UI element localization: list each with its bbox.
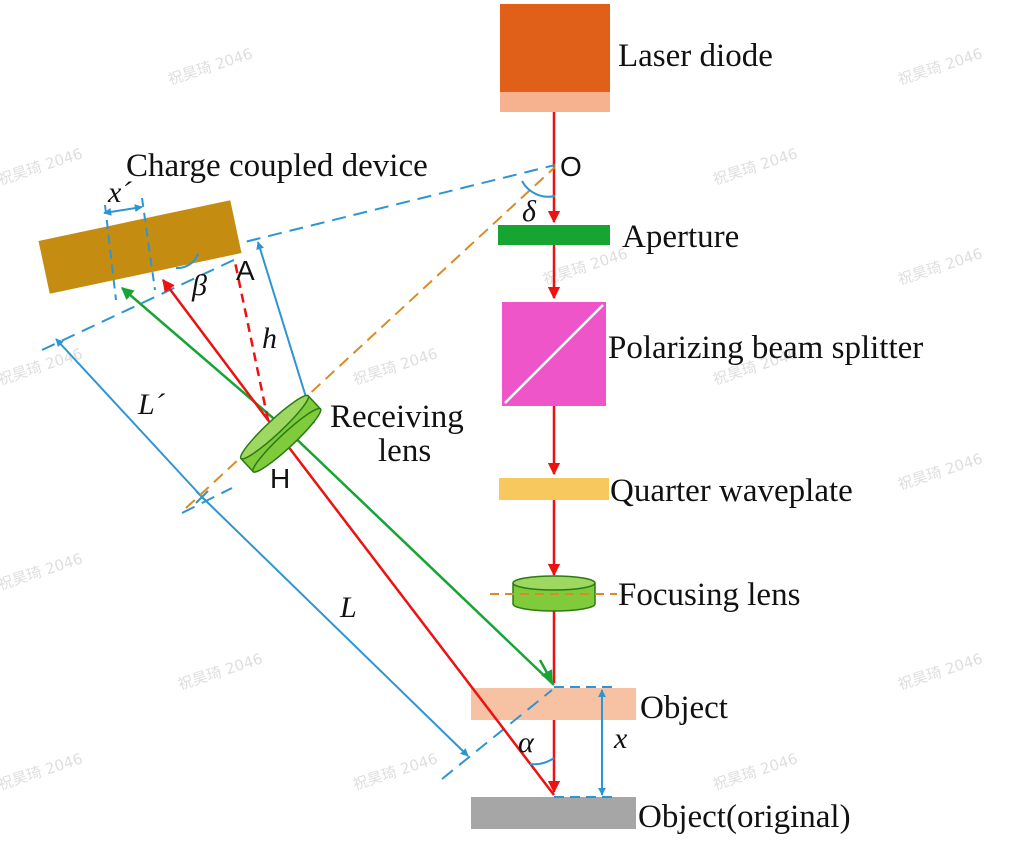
- x-prime-symbol: x´: [107, 176, 132, 209]
- watermark: 祝昊琦 2046: [351, 345, 440, 389]
- dimension-junction-mark: [195, 490, 209, 504]
- ccd-label: Charge coupled device: [126, 148, 428, 184]
- green-beam-tail-arrow: [538, 659, 554, 684]
- watermark: 祝昊琦 2046: [0, 750, 85, 794]
- L-dimension-line: [201, 496, 469, 757]
- point-O-label: O: [560, 151, 582, 182]
- object-original: [471, 797, 636, 829]
- quarter-waveplate: [499, 478, 609, 500]
- beta-symbol: β: [191, 269, 207, 302]
- pbs-label: Polarizing beam splitter: [608, 330, 923, 366]
- baseline-dashed-line-3: [441, 689, 553, 780]
- green-beam-object-to-lens: [286, 429, 555, 686]
- red-dashed-normal: [233, 261, 270, 421]
- x-prime-right-dashed-line: [141, 197, 156, 291]
- watermark: 祝昊琦 2046: [0, 550, 85, 594]
- delta-symbol: δ: [522, 195, 537, 228]
- red-beam-lens-to-ccd: [162, 279, 269, 421]
- watermark: 祝昊琦 2046: [711, 750, 800, 794]
- beta-angle-arc: [175, 253, 199, 270]
- aperture: [498, 225, 610, 245]
- watermark: 祝昊琦 2046: [711, 145, 800, 189]
- point-A-label: A: [236, 255, 255, 286]
- quarter-waveplate-label: Quarter waveplate: [610, 473, 853, 509]
- watermark: 祝昊琦 2046: [896, 45, 985, 89]
- alpha-angle-arc: [529, 757, 555, 766]
- receiving-lens-label-2: lens: [378, 433, 431, 469]
- watermark: 祝昊琦 2046: [896, 450, 985, 494]
- red-beam-original-to-lens: [267, 419, 555, 796]
- aperture-label: Aperture: [622, 219, 739, 255]
- watermark: 祝昊琦 2046: [896, 245, 985, 289]
- laser-diode: [500, 4, 610, 112]
- delta-angle-arc: [521, 180, 556, 198]
- watermark: 祝昊琦 2046: [0, 345, 85, 389]
- point-H-label: H: [270, 463, 290, 494]
- x-prime-left-dashed-line: [104, 204, 117, 301]
- laser-diode-label: Laser diode: [618, 38, 773, 74]
- h-dimension-line: [256, 241, 316, 424]
- x-symbol: x: [613, 722, 628, 755]
- h-symbol: h: [262, 322, 277, 355]
- object-label: Object: [640, 690, 728, 726]
- watermark: 祝昊琦 2046: [896, 650, 985, 694]
- watermark: 祝昊琦 2046: [0, 145, 85, 189]
- alpha-symbol: α: [518, 726, 535, 759]
- watermark: 祝昊琦 2046: [176, 650, 265, 694]
- focusing-lens: [490, 575, 617, 612]
- focusing-lens-label: Focusing lens: [618, 577, 800, 613]
- x-prime-dimension-line: [103, 204, 143, 216]
- green-beam-lens-to-ccd: [121, 287, 288, 431]
- charge-coupled-device: [38, 200, 242, 294]
- watermark: 祝昊琦 2046: [166, 45, 255, 89]
- receiving-lens: [239, 394, 322, 473]
- receiving-lens-label-1: Receiving: [330, 399, 464, 435]
- baseline-dashed-line: [41, 257, 239, 351]
- L-prime-dimension-line: [55, 338, 203, 498]
- object-original-label: Object(original): [638, 799, 851, 835]
- object: [471, 688, 636, 720]
- watermark: 祝昊琦 2046: [351, 750, 440, 794]
- polarizing-beam-splitter: [502, 302, 606, 406]
- L-prime-symbol: L´: [137, 388, 166, 421]
- L-symbol: L: [339, 591, 357, 624]
